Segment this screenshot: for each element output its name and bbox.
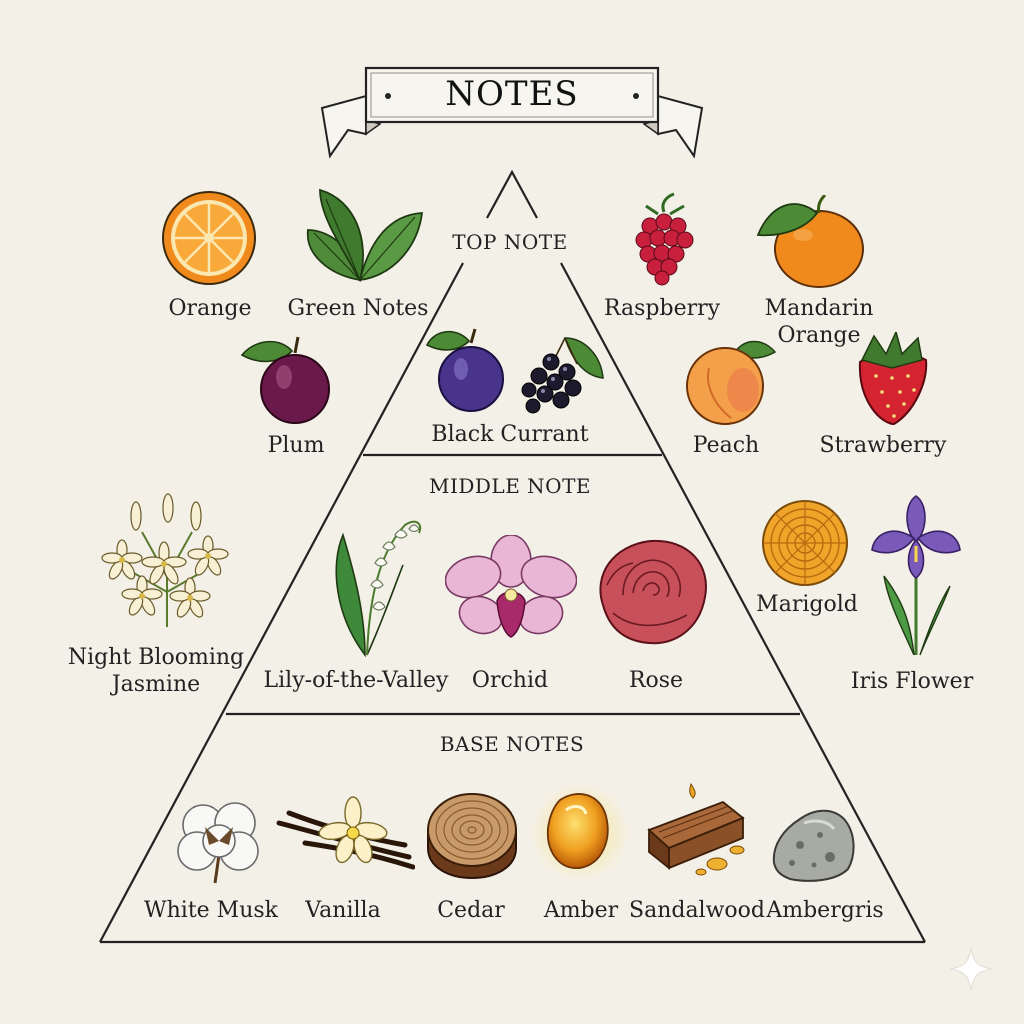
lily-of-the-valley-icon (335, 520, 422, 658)
cotton-ball-icon (177, 802, 259, 884)
label-amber: Amber (543, 898, 619, 923)
vanilla-icon (276, 796, 415, 870)
orchid-icon (445, 535, 577, 638)
jasmine-flower-icon (101, 493, 229, 627)
title-banner (320, 66, 704, 159)
ambergris-stone-icon (772, 809, 855, 882)
plum-blue-icon (425, 328, 504, 412)
label-vanilla: Vanilla (305, 898, 381, 923)
tier-label-middle: MIDDLE NOTE (428, 474, 592, 498)
label-lily-of-the-valley: Lily-of-the-Valley (263, 668, 449, 693)
label-green-notes: Green Notes (287, 296, 429, 321)
tier-label-top: TOP NOTE (452, 230, 568, 254)
strawberry-icon (858, 332, 928, 426)
raspberry-icon (635, 192, 694, 286)
label-mandarin-orange-line2: Orange (777, 323, 861, 348)
cedar-wood-icon (427, 793, 517, 880)
label-orange: Orange (168, 296, 252, 321)
label-jasmine-line1: Night Blooming (67, 645, 245, 670)
label-marigold: Marigold (756, 592, 858, 617)
tier-label-base: BASE NOTES (439, 732, 585, 756)
label-mandarin-orange-line1: Mandarin (764, 296, 874, 321)
mandarin-orange-icon (756, 195, 864, 288)
label-sandalwood: Sandalwood (629, 898, 765, 923)
label-ambergris: Ambergris (766, 898, 884, 923)
orange-slice-icon (162, 191, 256, 285)
green-leaves-icon (307, 188, 424, 283)
black-currant-icon (521, 337, 604, 414)
label-peach: Peach (692, 433, 760, 458)
label-orchid: Orchid (471, 668, 549, 693)
plum-icon (240, 336, 330, 424)
label-white-musk: White Musk (144, 898, 278, 923)
label-iris-flower: Iris Flower (850, 669, 974, 694)
page-title: NOTES (445, 74, 579, 114)
label-black-currant: Black Currant (431, 422, 589, 447)
peach-icon (686, 340, 777, 425)
rose-icon (599, 539, 707, 645)
label-jasmine-line2: Jasmine (111, 672, 201, 697)
label-raspberry: Raspberry (603, 296, 721, 321)
amber-stone-icon (530, 782, 630, 880)
label-cedar: Cedar (437, 898, 505, 923)
label-rose: Rose (628, 668, 684, 693)
sparkle-icon (949, 947, 993, 991)
iris-flower-icon (871, 495, 961, 656)
label-strawberry: Strawberry (819, 433, 947, 458)
label-plum: Plum (267, 433, 325, 458)
marigold-icon (762, 500, 848, 586)
sandalwood-icon (647, 782, 745, 876)
